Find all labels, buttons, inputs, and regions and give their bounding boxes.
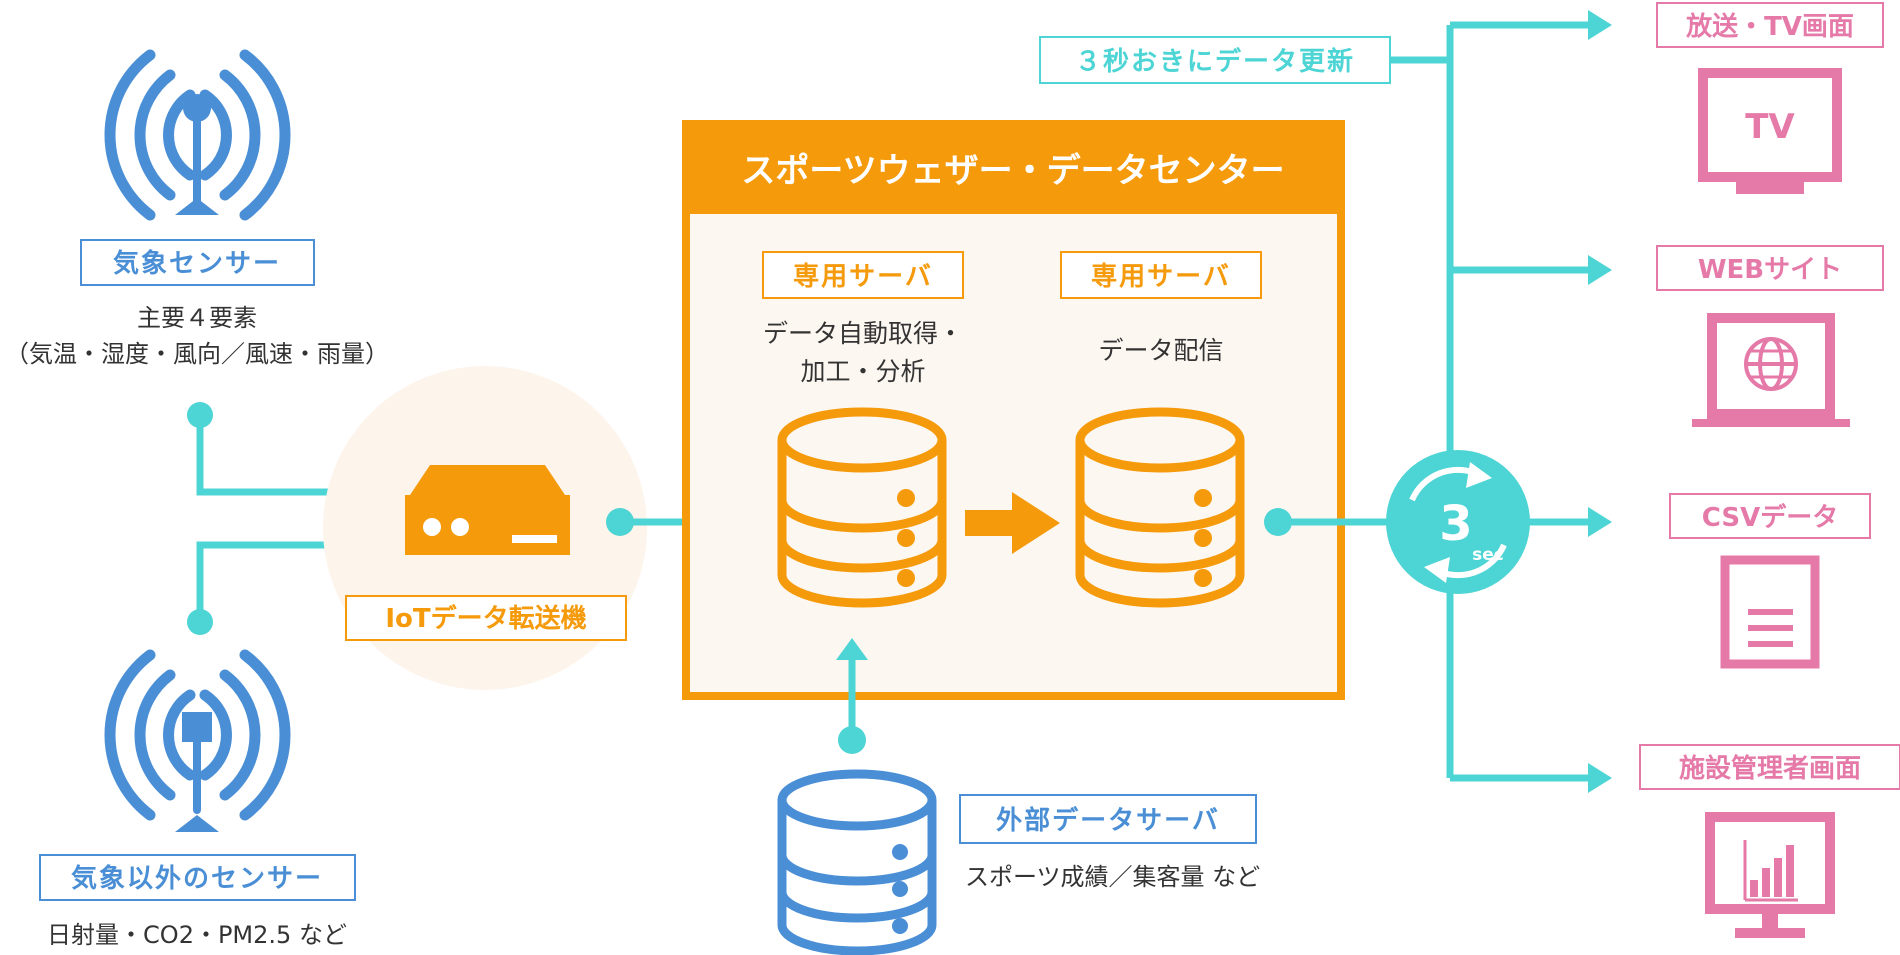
weather-sensor-desc-line1: 主要４要素 (137, 304, 257, 332)
connector-dot (838, 726, 866, 754)
weather-sensor-desc-line2: （気温・湿度・風向／風速・雨量） (5, 340, 389, 368)
refresh-badge-number: 3 (1439, 496, 1472, 552)
distribution-tree (1390, 21, 1590, 782)
server2-database-icon (1075, 407, 1245, 608)
iot-label: IoTデータ転送機 (385, 603, 586, 634)
sensor-base (175, 815, 219, 832)
other-sensor-label: 気象以外のセンサー (71, 863, 323, 894)
server2-label-box (1060, 251, 1262, 299)
db-indicator (897, 529, 915, 547)
output-arrowhead (1588, 10, 1612, 40)
server1-desc-line2: 加工・分析 (800, 357, 925, 386)
output-csv-label-box (1669, 493, 1871, 539)
server1-desc-line1: データ自動取得・ (763, 319, 963, 348)
connector-dot (1264, 508, 1292, 536)
update-label-box (1039, 36, 1391, 84)
weather-sensor-label-box (80, 239, 315, 286)
sensor-connectors (196, 415, 360, 622)
db-indicator (1194, 569, 1212, 587)
output-arrowhead (1588, 763, 1612, 793)
output-facility-label-box (1639, 744, 1900, 790)
output-tv-label: 放送・TV画面 (1685, 11, 1854, 42)
output-tv-label-box (1656, 2, 1884, 48)
db-indicator (897, 569, 915, 587)
connector-arrowhead (836, 638, 868, 660)
sensor-head (183, 94, 211, 122)
laptop-globe-icon (1692, 313, 1850, 427)
output-arrowhead (1588, 255, 1612, 285)
other-sensor-label-box (39, 854, 356, 901)
sensor-head-square (182, 712, 212, 742)
db-indicator (892, 918, 908, 934)
db-indicator (892, 844, 908, 860)
iot-device-icon (405, 465, 570, 555)
server1-database-icon (777, 407, 947, 608)
server1-label: 専用サーバ (793, 262, 933, 292)
update-label: ３秒おきにデータ更新 (1075, 46, 1355, 77)
iot-label-box (345, 595, 627, 641)
connector-dot (187, 402, 213, 428)
output-arrowhead (1588, 507, 1612, 537)
external-label: 外部データサーバ (996, 805, 1220, 836)
document-icon (1720, 555, 1820, 669)
db-indicator (1194, 489, 1212, 507)
connector-dot (187, 609, 213, 635)
refresh-badge-unit: sec (1472, 545, 1504, 565)
server1-label-box (762, 251, 964, 299)
external-label-box (959, 794, 1257, 844)
sensor-base (175, 198, 219, 215)
data-center-header (686, 124, 1341, 214)
other-sensor-desc: 日射量・CO2・PM2.5 など (47, 921, 347, 949)
external-desc: スポーツ成績／集客量 など (965, 863, 1260, 891)
data-center-title: スポーツウェザー・データセンター (741, 151, 1284, 191)
other-sensor-icon (104, 649, 291, 821)
refresh-3sec-badge (1386, 450, 1530, 594)
db-indicator (1194, 529, 1212, 547)
tv-screen-text: TV (1745, 107, 1795, 147)
data-center-panel (682, 120, 1345, 700)
output-facility-label: 施設管理者画面 (1679, 753, 1861, 784)
tv-icon (1698, 68, 1842, 194)
server-transfer-arrow (965, 492, 1060, 554)
weather-sensor-icon (104, 49, 291, 221)
server2-label: 専用サーバ (1091, 262, 1231, 292)
monitor-chart-icon (1705, 812, 1835, 938)
weather-sensor-label: 気象センサー (113, 248, 281, 279)
connector-dot (606, 508, 634, 536)
output-web-label: WEBサイト (1698, 255, 1842, 285)
server2-desc: データ配信 (1098, 336, 1223, 365)
db-indicator (892, 881, 908, 897)
external-database-icon (777, 769, 937, 955)
output-csv-label: CSVデータ (1702, 502, 1838, 533)
db-indicator (897, 489, 915, 507)
output-web-label-box (1656, 245, 1884, 291)
